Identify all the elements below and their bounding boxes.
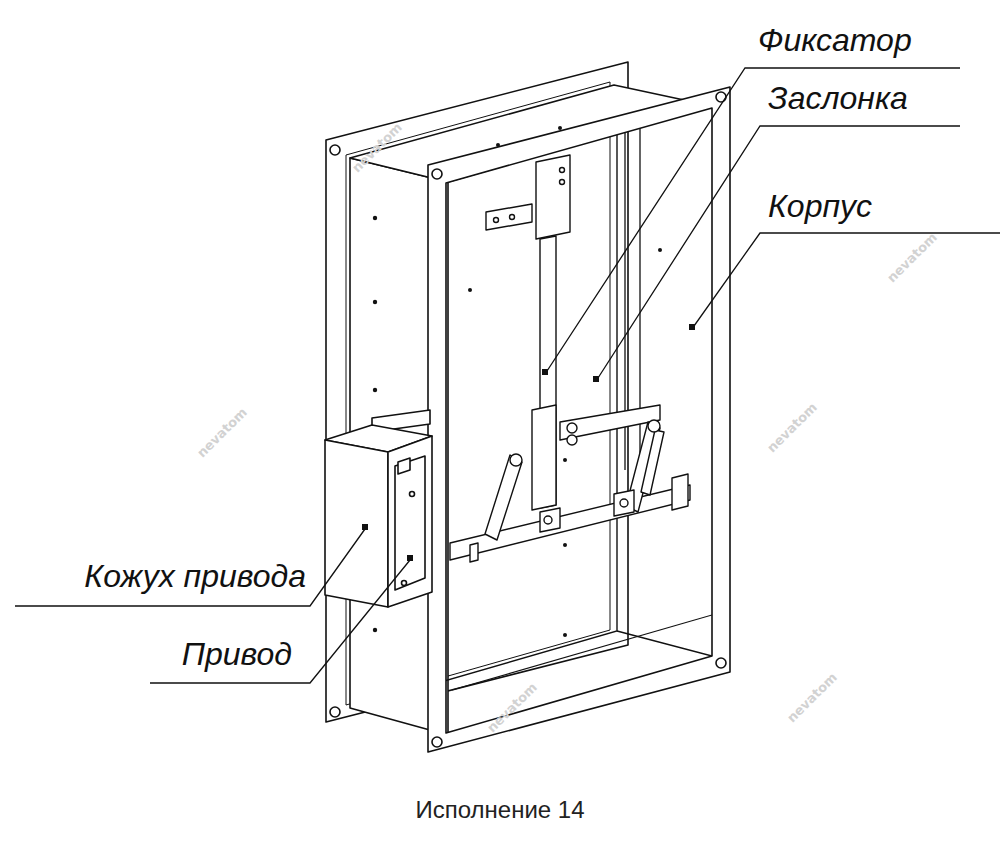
bolt-hole	[432, 169, 442, 179]
damper-mechanism	[450, 155, 690, 562]
front-flange	[428, 87, 730, 752]
watermark: nevatom	[484, 680, 540, 736]
part-label: Привод	[182, 636, 292, 673]
part-label: Кожух привода	[84, 558, 306, 595]
callout-dots	[362, 324, 695, 561]
watermark: nevatom	[764, 400, 820, 456]
bolt-hole	[716, 658, 726, 668]
part-label: Заслонка	[768, 80, 908, 117]
watermark: nevatom	[884, 230, 940, 286]
watermark: nevatom	[194, 405, 250, 461]
leader-lines	[15, 68, 1000, 683]
actuator-housing	[325, 410, 432, 607]
watermark: nevatom	[784, 670, 840, 726]
watermark: nevatom	[349, 120, 405, 176]
figure-caption: Исполнение 14	[415, 796, 584, 824]
part-label: Корпус	[768, 188, 872, 225]
part-label: Фиксатор	[758, 22, 912, 59]
bolt-hole	[330, 145, 340, 155]
bolt-hole	[432, 737, 442, 747]
body-top	[350, 85, 712, 182]
bolt-hole	[330, 707, 340, 717]
interior	[351, 83, 712, 733]
